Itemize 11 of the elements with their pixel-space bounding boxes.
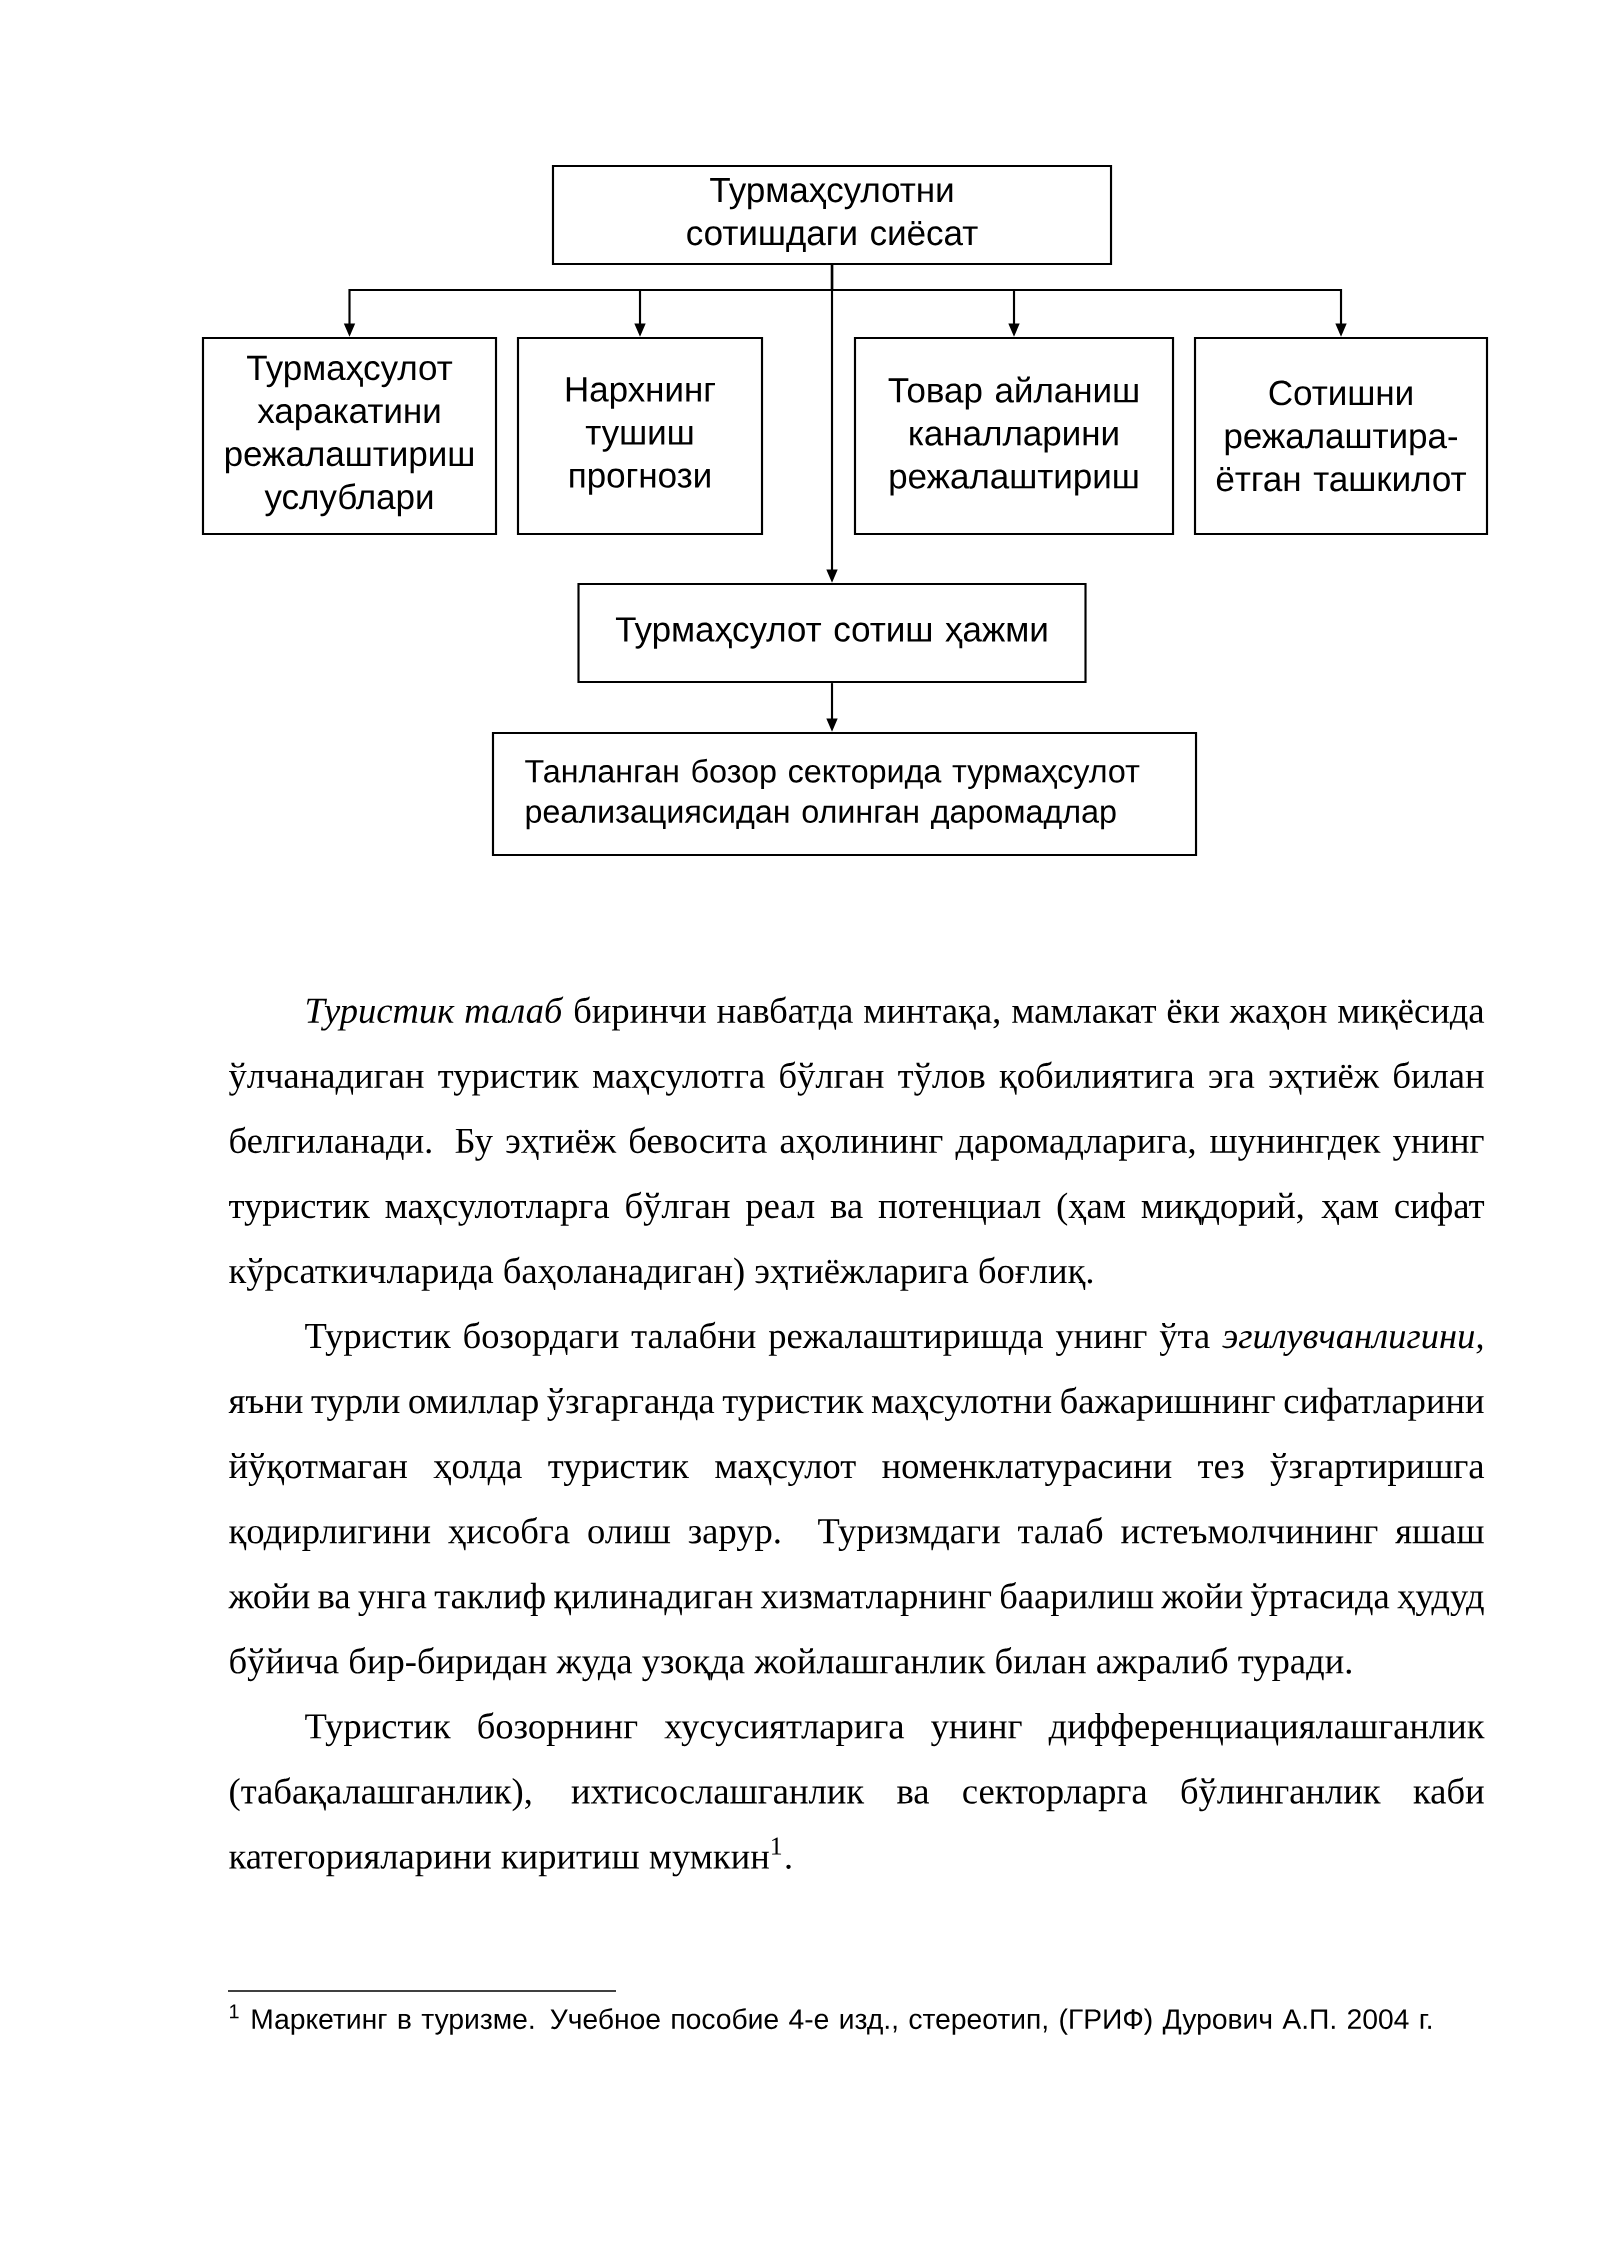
paragraph: Туристик бозордаги талабни режалаштиришда унинг ўта эгилувчанлигини, яъни турли омиллар ўзгарганда туристик маҳсулотни бажаришнинг сифатларини йўқотмаган ҳолда туристик маҳсулот номенклатурасини тез ўзгартиришга қодирлигини ҳисобга олиш зарур. Туризмдаги талаб истеъмолчининг яшаш жойи ва унга таклиф қилинадиган хизматларнинг баарилиш жойи ўртасида ҳудуд бўйича бир-биридан жуда узоқда жойлашганлик билан ажралиб туради.: [228, 1321, 1485, 1682]
process-box: Турмаҳсулот сотиш ҳажми: [577, 582, 1087, 684]
paragraph: Туристик талаб биринчи навбатда минтақа, мамлакат ёки жаҳон миқёсида ўлчанадиган туристик маҳсулотга бўлган тўлов қобилиятига эга эҳтиёж билан белгиланади. Бу эҳтиёж бевосита аҳолининг даромадларига, шунингдек унинг туристик маҳсулотларга бўлган реал ва потенциал (ҳам миқдорий, ҳам сифат кўрсаткичларида баҳоланадиган) эҳтиёжларига боғлиқ.: [229, 996, 1485, 1291]
process-box: Турмаҳсулотни сотишдаги сиёсат: [551, 164, 1113, 266]
footnote: $^{1}$ Маркетинг в туризме. Учебное пособие 4-е изд., стереотип, (ГРИФ) Дурович А.П. 2004 г.: [230, 2004, 1431, 2035]
process-box: Товар айланиш каналларини режалаштириш: [853, 336, 1175, 536]
process-box: Танланган бозор секторида турмаҳсулот реализациясидан олинган даромадлар: [491, 731, 1198, 857]
process-box: Сотишни режалаштира-ётган ташкилот: [1193, 336, 1489, 536]
process-box: Нархнинг тушиш прогнози: [516, 336, 764, 536]
paragraph: Туристик бозорнинг хусусиятларига унинг дифференциациялашганлик (табақалашганлик), ихтисослашганлик ва секторларга бўлинганлик каби категорияларини киритиш мумкин$^{1}$.: [229, 1712, 1485, 1877]
process-box: Турмаҳсулот харакатини режалаштириш услублари: [201, 336, 498, 536]
